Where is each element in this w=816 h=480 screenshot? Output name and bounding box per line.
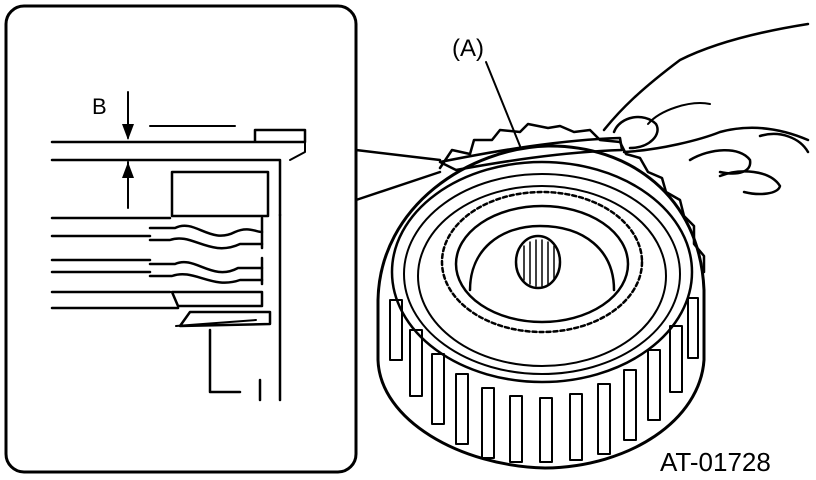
hub-spline-ring: [440, 190, 644, 334]
clearance-label: B: [92, 94, 107, 119]
feeler-gauge: (A): [438, 35, 624, 172]
hub-bore: [514, 234, 562, 290]
clutch-plate-stack: [50, 216, 272, 328]
inset-leader-lower: [354, 170, 442, 202]
callout-leader-a: [485, 61, 521, 147]
plate-ring-2: [403, 173, 681, 375]
inset-leader-upper: [354, 148, 442, 162]
inset-frame: [4, 4, 358, 474]
detail-inset: B: [4, 4, 442, 474]
clearance-dimension: B: [92, 91, 236, 209]
drum-wall: [208, 213, 282, 402]
part-label-a: (A): [452, 35, 484, 62]
plate-ring-3: [417, 185, 667, 367]
hub-ring: [454, 204, 630, 324]
figure-code: AT-01728: [660, 447, 771, 477]
hand: [602, 22, 810, 196]
outer-rim: [376, 144, 706, 470]
center-hub: [468, 224, 616, 292]
hub-bore-splines: [523, 239, 555, 287]
clutch-drum: [376, 122, 706, 470]
snap-ring: [170, 170, 270, 218]
plate-ring-1: [390, 160, 694, 384]
